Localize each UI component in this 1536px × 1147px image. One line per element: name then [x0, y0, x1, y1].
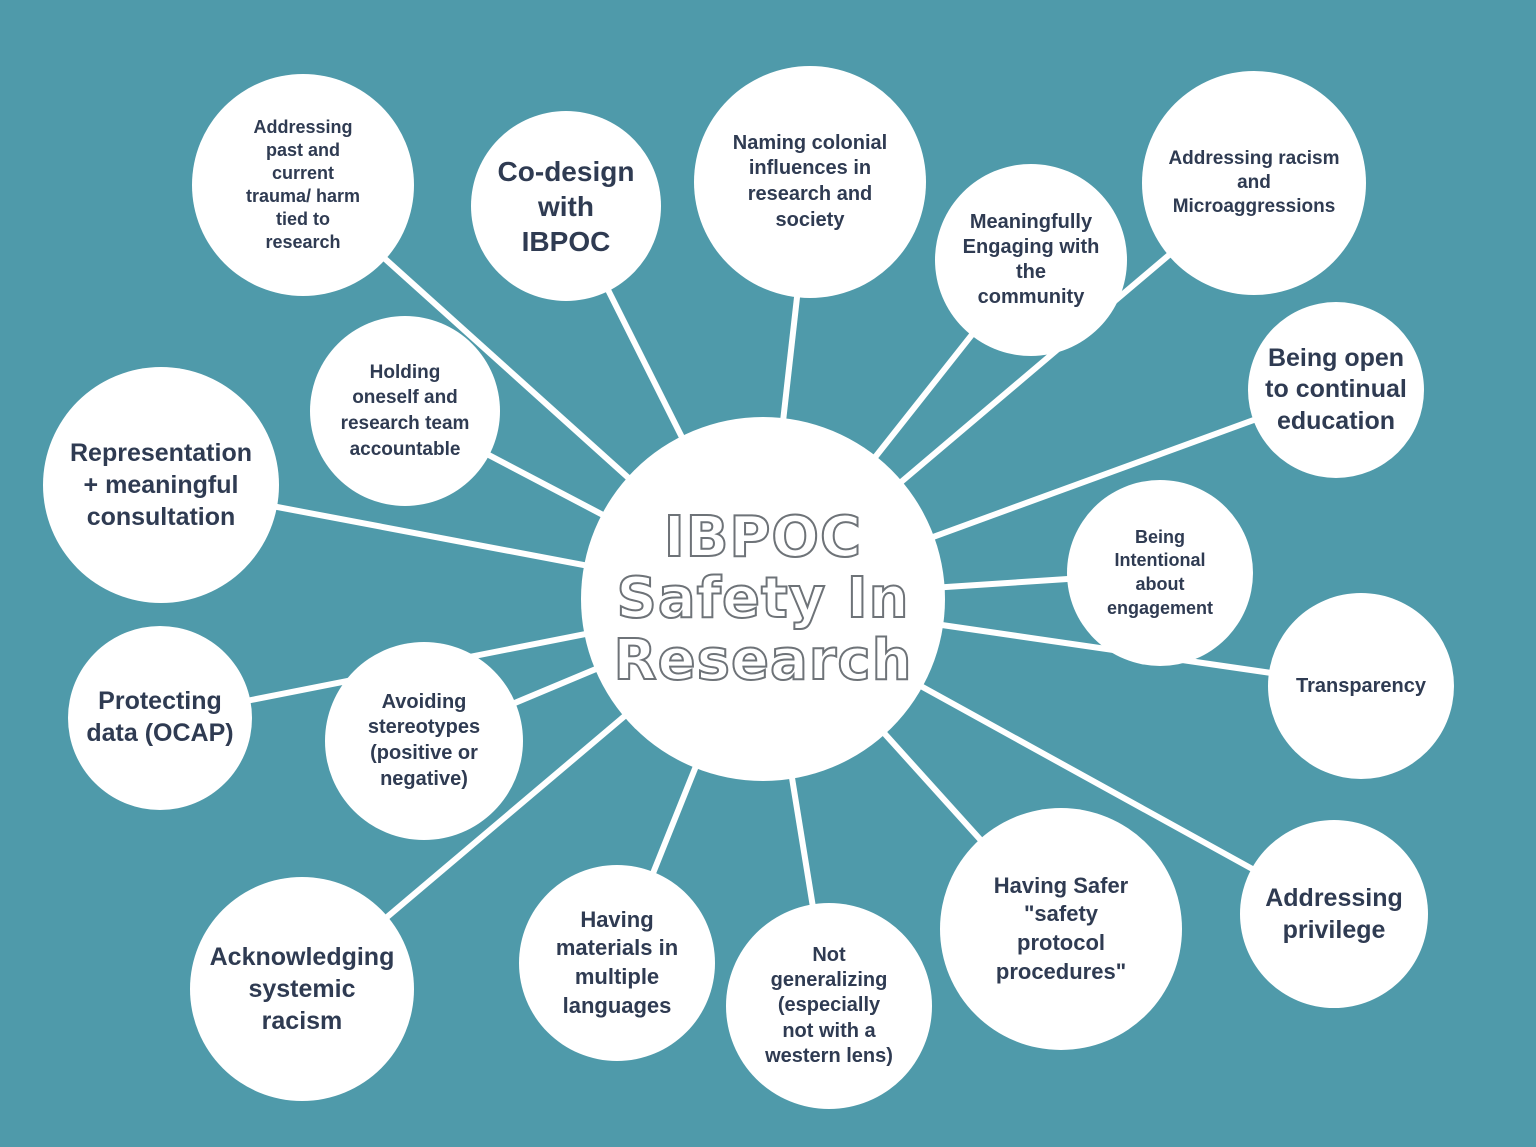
node-not-generalizing: Not generalizing (especially not with a … [726, 903, 932, 1109]
node-naming-colonial: Naming colonial influences in research a… [694, 66, 926, 298]
node-avoiding-stereotypes: Avoiding stereotypes (positive or negati… [325, 642, 523, 840]
center-node-label: IBPOC Safety In Research [613, 504, 913, 693]
node-holding-accountable: Holding oneself and research team accoun… [310, 316, 500, 506]
node-label: Acknowledging systemic racism [209, 943, 395, 1035]
node-label: Holding oneself and research team accoun… [340, 361, 470, 460]
node-protecting-data: Protecting data (OCAP) [68, 626, 252, 810]
node-label: Being open to continual education [1265, 344, 1407, 435]
node-meaningfully-engaging: Meaningfully Engaging with the community [935, 164, 1127, 356]
node-label: Not generalizing (especially not with a … [765, 943, 893, 1068]
node-multiple-languages: Having materials in multiple languages [519, 865, 715, 1061]
node-addressing-privilege: Addressing privilege [1240, 820, 1428, 1008]
node-label: Transparency [1295, 675, 1427, 697]
node-representation: Representation + meaningful consultation [43, 367, 279, 603]
node-being-open: Being open to continual education [1248, 302, 1424, 478]
node-being-intentional: Being Intentional about engagement [1067, 480, 1253, 666]
node-addressing-past-trauma: Addressing past and current trauma/ harm… [192, 74, 414, 296]
node-transparency: Transparency [1268, 593, 1454, 779]
node-label: Avoiding stereotypes (positive or negati… [367, 690, 481, 790]
node-label: Naming colonial influences in research a… [732, 131, 888, 231]
node-label: Being Intentional about engagement [1106, 526, 1214, 618]
node-label: Co-design with IBPOC [497, 155, 635, 257]
node-co-design: Co-design with IBPOC [471, 111, 661, 301]
node-label: Having Safer "safety protocol procedures… [993, 872, 1129, 984]
center-node: IBPOC Safety In Research [581, 417, 945, 781]
node-label: Addressing racism and Microaggressions [1168, 148, 1340, 217]
node-addressing-racism: Addressing racism and Microaggressions [1142, 71, 1366, 295]
node-label: Meaningfully Engaging with the community [962, 211, 1100, 308]
node-label: Addressing past and current trauma/ harm… [245, 116, 361, 253]
node-acknowledging-racism: Acknowledging systemic racism [190, 877, 414, 1101]
node-label: Protecting data (OCAP) [86, 687, 234, 747]
node-label: Addressing privilege [1265, 883, 1403, 945]
node-having-safer: Having Safer "safety protocol procedures… [940, 808, 1182, 1050]
node-label: Having materials in multiple languages [555, 906, 679, 1018]
node-label: Representation + meaningful consultation [70, 439, 252, 531]
